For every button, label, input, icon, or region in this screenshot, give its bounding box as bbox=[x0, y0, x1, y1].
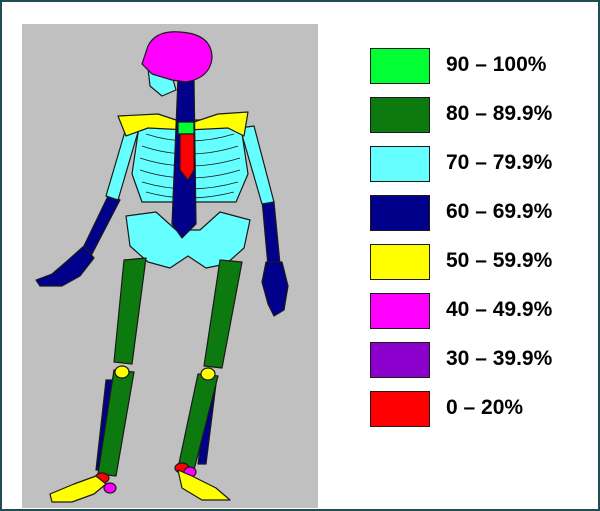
legend-item-70-79: 70 – 79.9% bbox=[370, 146, 598, 182]
right-femur bbox=[204, 260, 242, 368]
right-tibia bbox=[178, 374, 218, 470]
legend-label: 80 – 89.9% bbox=[446, 102, 552, 126]
manubrium bbox=[178, 122, 194, 134]
legend-swatch bbox=[370, 244, 430, 280]
legend-label: 40 – 49.9% bbox=[446, 298, 552, 322]
legend-item-50-59: 50 – 59.9% bbox=[370, 244, 598, 280]
legend-swatch bbox=[370, 146, 430, 182]
legend-label: 90 – 100% bbox=[446, 53, 546, 77]
legend-item-0-20: 0 – 20% bbox=[370, 391, 598, 427]
legend-swatch bbox=[370, 97, 430, 133]
legend-item-90-100: 90 – 100% bbox=[370, 48, 598, 84]
legend-item-30-39: 30 – 39.9% bbox=[370, 342, 598, 378]
legend-item-80-89: 80 – 89.9% bbox=[370, 97, 598, 133]
right-forearm-hand bbox=[262, 200, 280, 266]
legend-swatch bbox=[370, 293, 430, 329]
legend-item-60-69: 60 – 69.9% bbox=[370, 195, 598, 231]
legend-label: 30 – 39.9% bbox=[446, 347, 552, 371]
legend-swatch bbox=[370, 342, 430, 378]
skeleton-svg bbox=[22, 24, 318, 508]
left-patella bbox=[115, 366, 129, 378]
left-femur bbox=[114, 258, 146, 364]
sternum bbox=[180, 134, 194, 180]
right-foot bbox=[178, 470, 230, 500]
legend-label: 50 – 59.9% bbox=[446, 249, 552, 273]
legend-swatch bbox=[370, 195, 430, 231]
left-hand bbox=[36, 246, 94, 286]
legend-label: 0 – 20% bbox=[446, 396, 523, 420]
legend-swatch bbox=[370, 48, 430, 84]
skeleton-figure bbox=[22, 24, 318, 508]
right-patella bbox=[201, 368, 215, 380]
legend-label: 70 – 79.9% bbox=[446, 151, 552, 175]
legend-swatch bbox=[370, 391, 430, 427]
right-hand bbox=[262, 262, 288, 316]
left-foot bbox=[50, 476, 106, 502]
skull bbox=[142, 32, 212, 82]
legend-item-40-49: 40 – 49.9% bbox=[370, 293, 598, 329]
legend-label: 60 – 69.9% bbox=[446, 200, 552, 224]
left-forearm-hand bbox=[82, 192, 120, 254]
